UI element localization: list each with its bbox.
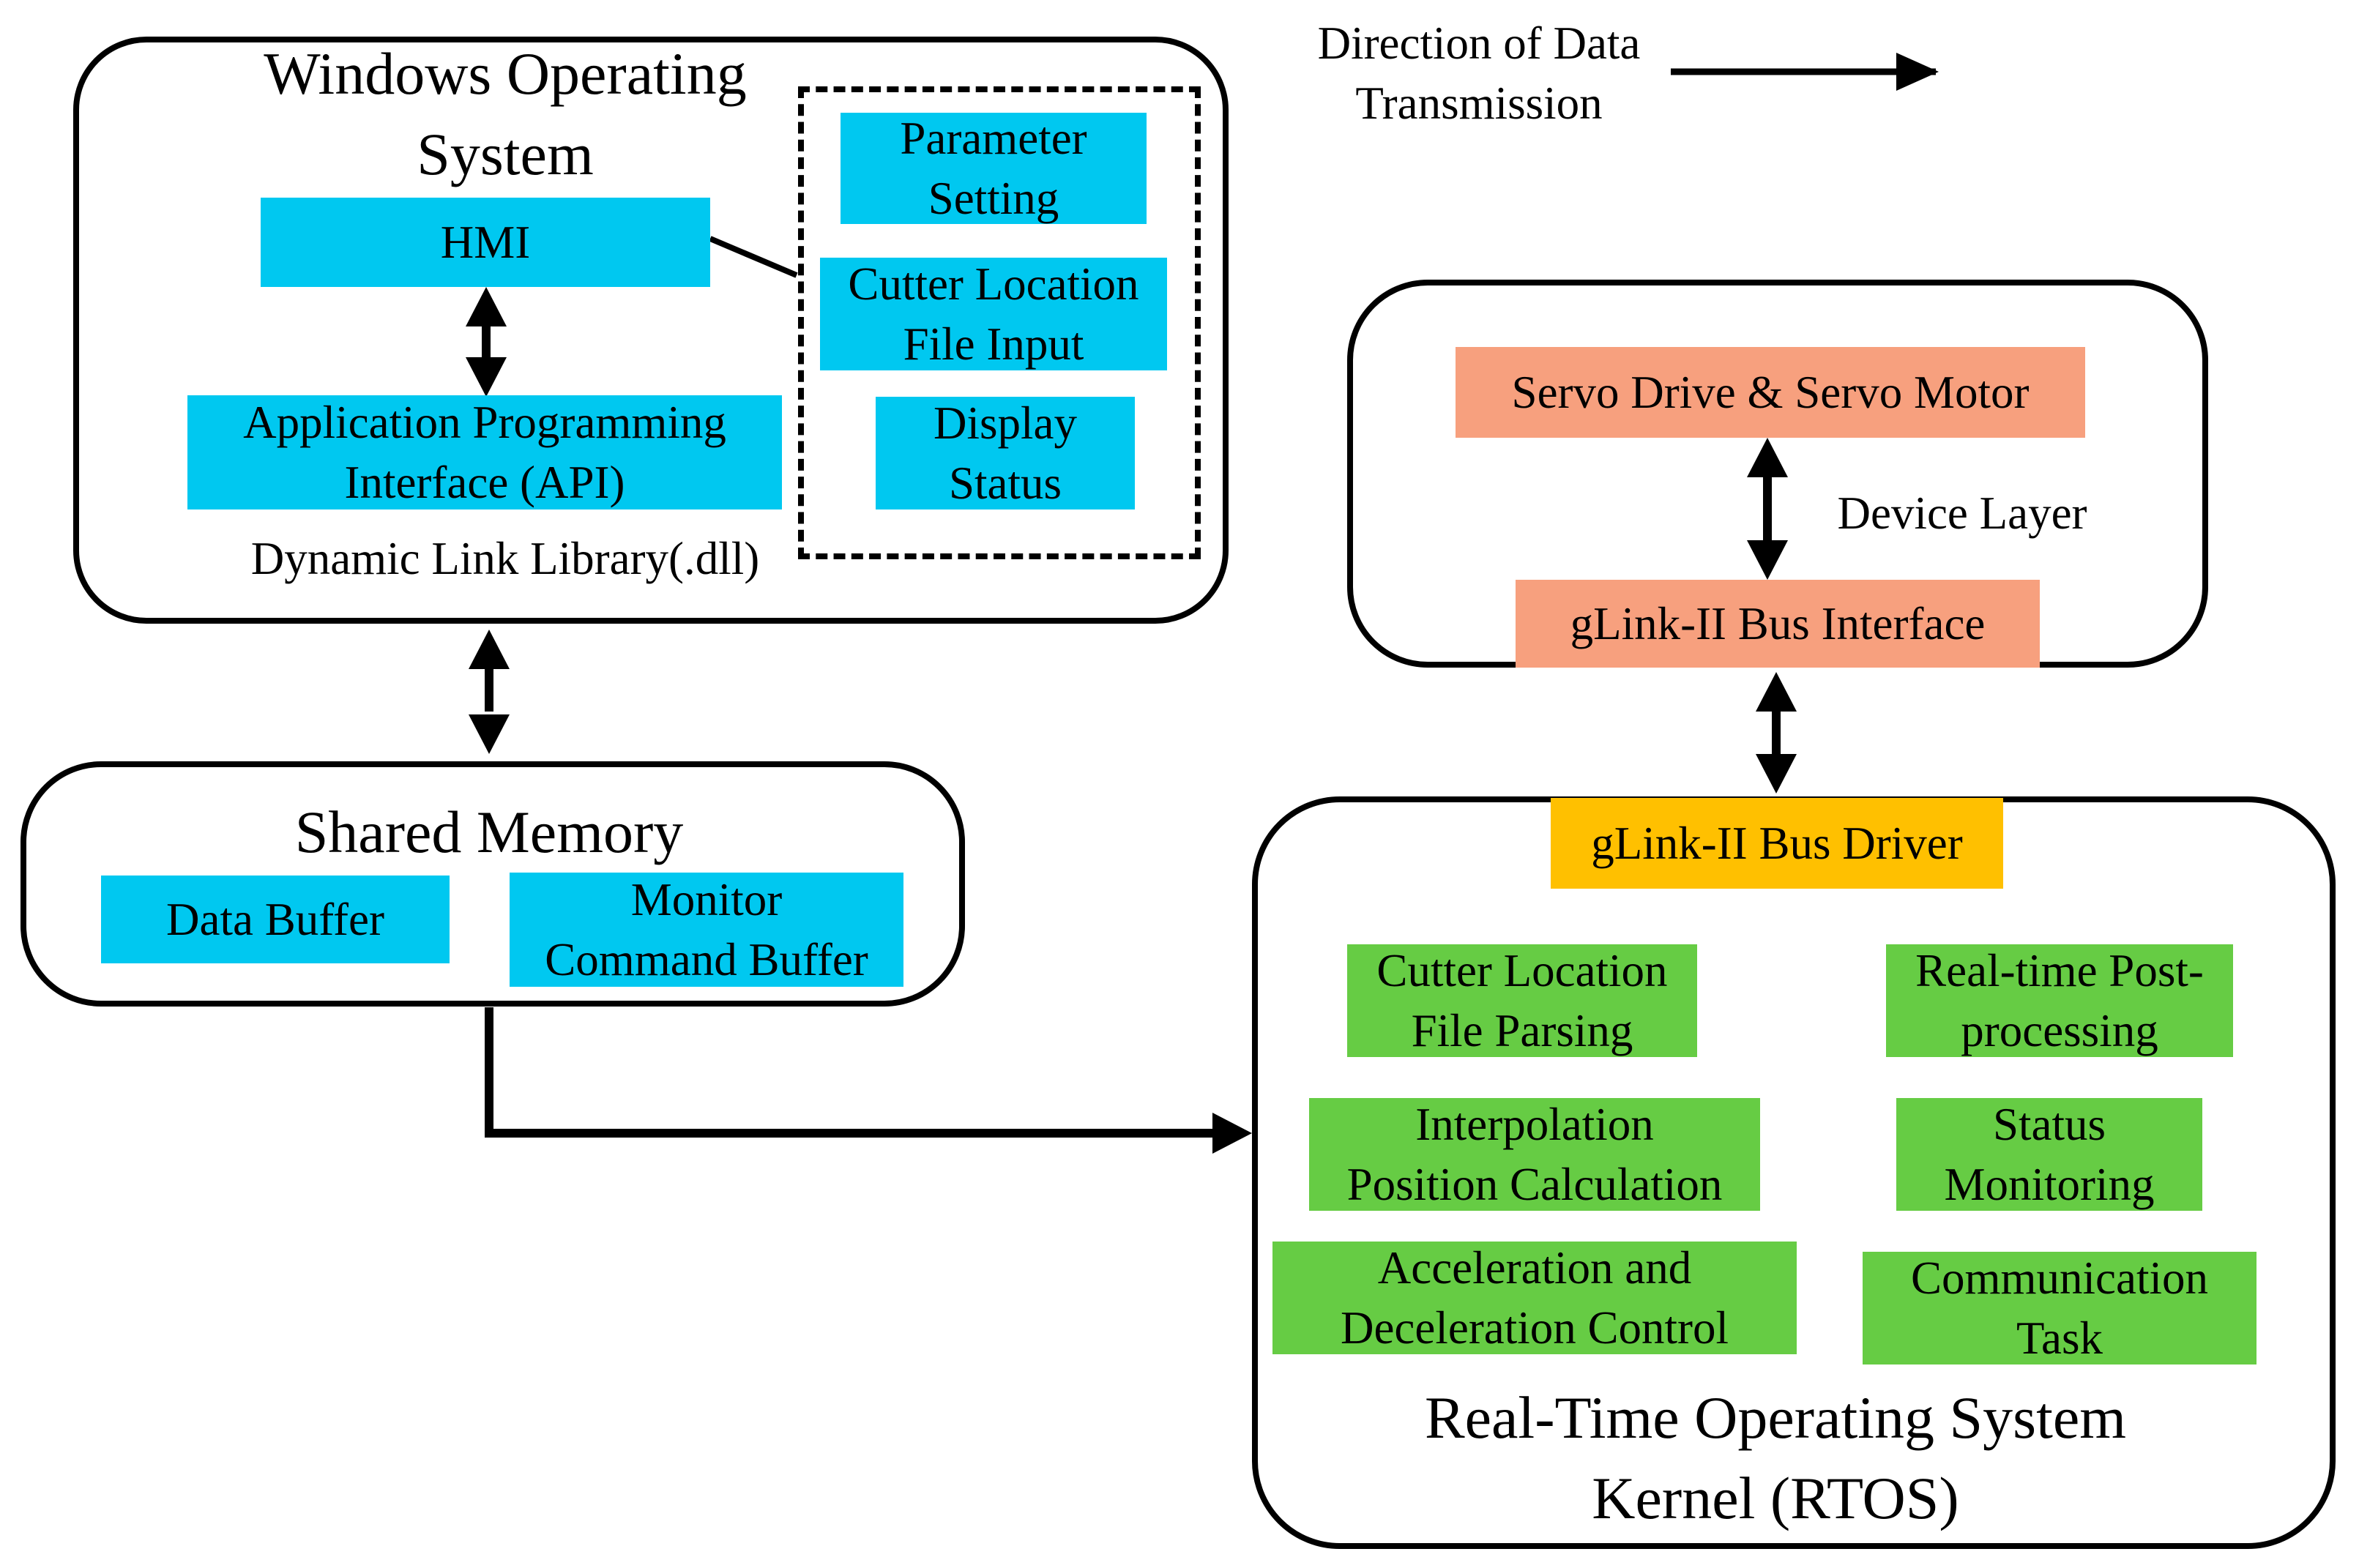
monitor-command-buffer-box: Monitor Command Buffer (510, 873, 903, 987)
interpolation-position-box: Interpolation Position Calculation (1309, 1098, 1760, 1211)
shared-memory-title: Shared Memory (294, 799, 684, 865)
cutter-location-parsing-box: Cutter Location File Parsing (1347, 944, 1697, 1057)
interface-driver-arrow (1756, 672, 1797, 794)
realtime-postprocessing-box: Real-time Post- processing (1886, 944, 2233, 1057)
servo-drive-motor-box: Servo Drive & Servo Motor (1456, 347, 2085, 438)
windows-shared-arrow (469, 630, 510, 754)
legend-label: Direction of Data Transmission (1317, 18, 1641, 129)
parameter-setting-box: Parameter Setting (841, 113, 1147, 224)
shared-to-rtos-arrow (485, 1007, 1252, 1154)
display-status-box: Display Status (876, 397, 1135, 509)
acceleration-deceleration-box: Acceleration and Deceleration Control (1272, 1242, 1797, 1354)
rtos-title: Real-Time Operating System Kernel (RTOS) (1424, 1384, 2127, 1531)
legend-arrow (1671, 53, 1939, 91)
data-buffer-box: Data Buffer (101, 876, 450, 963)
status-monitoring-box: Status Monitoring (1896, 1098, 2202, 1211)
api-box: Application Programming Interface (API) (187, 395, 782, 509)
windows-os-title: Windows Operating System (264, 40, 747, 187)
hmi-box: HMI (261, 198, 710, 287)
glink-bus-interface-box: gLink-II Bus Interface (1516, 580, 2040, 668)
dll-label: Dynamic Link Library(.dll) (250, 533, 760, 584)
communication-task-box: Communication Task (1863, 1252, 2256, 1364)
hmi-functions-group (798, 86, 1201, 559)
glink-bus-driver-box: gLink-II Bus Driver (1551, 798, 2003, 889)
cutter-location-input-box: Cutter Location File Input (820, 258, 1167, 370)
device-layer-label: Device Layer (1837, 488, 2087, 539)
